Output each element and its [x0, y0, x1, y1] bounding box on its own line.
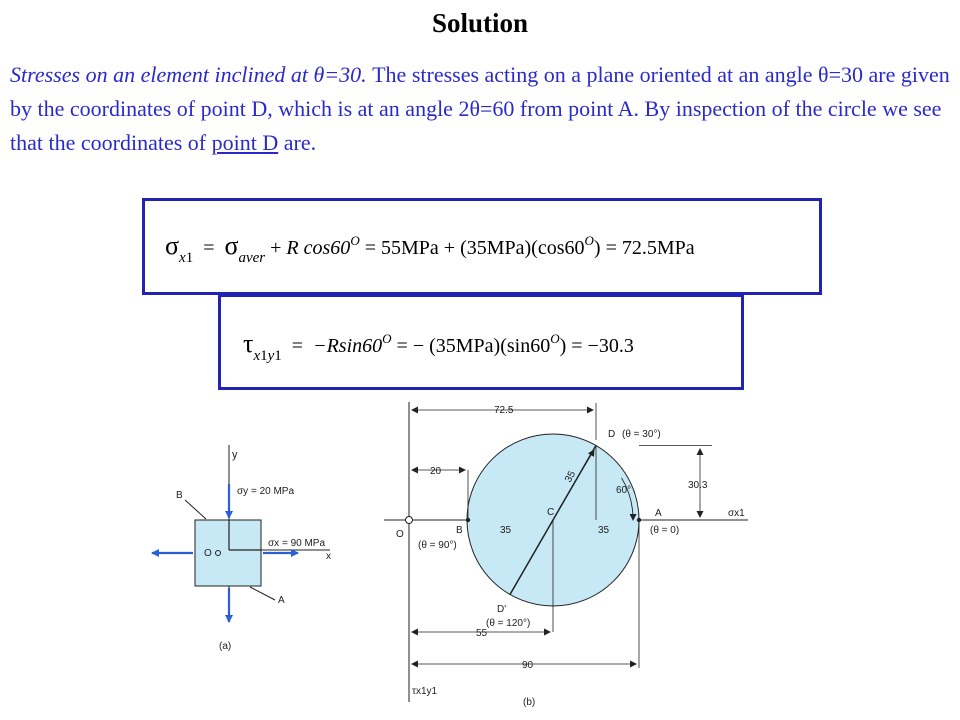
eq1-plus-2: +	[443, 237, 456, 259]
fig-a-label-x: x	[326, 551, 331, 562]
eq1-value-2-close: )	[593, 237, 601, 259]
eq1-equals-3: =	[605, 237, 617, 259]
label-30-3: 30.3	[688, 480, 708, 491]
fig-a-label-b: B	[176, 490, 183, 501]
eq2-result: −30.3	[587, 335, 634, 357]
eq2-lhs-subsub1: 1	[260, 348, 268, 364]
eq1-equals-2: =	[364, 237, 376, 259]
figure-a: y B σy = 20 MPa σx = 90 MPa O x A (a)	[151, 445, 331, 652]
eq1-term2: R cos60	[286, 237, 351, 259]
eq1-value-2: (35MPa)(cos60	[460, 237, 585, 259]
eq1-value-2-sup: O	[584, 233, 594, 248]
slide-title: Solution	[431, 8, 529, 38]
eq2-term-sup: O	[382, 331, 392, 346]
equation-box-sigma: σx1 = σaver + R cos60O = 55MPa + (35MPa)…	[142, 198, 822, 295]
eq1-term2-sup: O	[350, 233, 360, 248]
paragraph-tail: are.	[278, 130, 317, 155]
point-b-marker	[465, 517, 471, 523]
label-d: D	[608, 429, 615, 440]
label-a-theta: (θ = 0)	[650, 525, 679, 536]
eq2-equals-3: =	[571, 335, 583, 357]
eq1-lhs-sub: x	[179, 250, 186, 266]
eq2-term: −Rsin60	[313, 335, 383, 357]
equation-tau: τx1y1 = −Rsin60O = − (35MPa)(sin60O) = −…	[243, 329, 634, 365]
label-d-theta: (θ = 30°)	[622, 429, 661, 440]
eq2-lhs-sub1: x	[253, 348, 261, 364]
label-dprime-theta: (θ = 120°)	[486, 618, 530, 629]
label-55: 55	[476, 628, 488, 639]
label-35-left: 35	[500, 525, 512, 536]
label-35-right: 35	[598, 525, 610, 536]
label-20: 20	[430, 466, 442, 477]
label-90: 90	[522, 660, 534, 671]
eq1-result: 72.5MPa	[621, 237, 695, 259]
eq1-plus: +	[270, 237, 282, 259]
eq2-value-close: )	[559, 335, 567, 357]
eq2-lhs-sub2: y	[267, 348, 275, 364]
stress-element	[194, 519, 262, 587]
axis-sigma-label: σx1	[728, 508, 745, 519]
origin-marker	[405, 516, 413, 524]
label-dprime: D'	[497, 604, 506, 615]
figure-b: 72.5 20 30.3 D (θ = 30°) 35 60° O B (θ =…	[384, 402, 748, 708]
label-72-5: 72.5	[494, 405, 514, 416]
fig-a-caption: (a)	[219, 641, 231, 652]
fig-a-label-o: O	[204, 548, 212, 559]
eq1-lhs-subsub: 1	[185, 250, 194, 266]
fig-a-label-y: y	[232, 449, 238, 461]
eq2-lhs-subsub2: 1	[274, 348, 282, 364]
paragraph-body: The stresses acting on a plane oriented …	[10, 62, 950, 155]
eq2-equals: =	[291, 335, 304, 357]
label-radius-35: 35	[563, 469, 578, 485]
eq1-term1-sub: aver	[238, 250, 266, 266]
fig-a-sigma-y: σy = 20 MPa	[237, 486, 294, 497]
fig-b-caption: (b)	[523, 697, 535, 708]
axis-tau-label: τx1y1	[412, 686, 438, 697]
equation-box-tau: τx1y1 = −Rsin60O = − (35MPa)(sin60O) = −…	[218, 294, 744, 390]
label-c: C	[547, 507, 554, 518]
leader-a	[249, 586, 276, 601]
leader-b	[184, 499, 207, 520]
fig-a-origin-marker	[215, 550, 221, 556]
eq2-value-sup: O	[550, 331, 560, 346]
eq1-term1-symbol: σ	[224, 231, 239, 260]
paragraph-lead: Stresses on an element inclined at θ=30.	[10, 62, 367, 87]
label-b-theta: (θ = 90°)	[418, 540, 457, 551]
eq2-lhs-symbol: τ	[243, 329, 254, 358]
angle-arc-60	[621, 477, 637, 521]
label-60deg: 60°	[616, 485, 631, 496]
eq2-equals-2: =	[396, 335, 408, 357]
eq2-minus: −	[412, 335, 425, 357]
point-a-marker	[636, 517, 642, 523]
eq1-equals: =	[203, 237, 215, 259]
label-o: O	[396, 529, 404, 540]
eq2-value: (35MPa)(sin60	[429, 335, 551, 357]
eq1-value-1: 55MPa	[380, 237, 439, 259]
solution-paragraph: Stresses on an element inclined at θ=30.…	[10, 58, 950, 160]
fig-a-sigma-x: σx = 90 MPa	[268, 538, 325, 549]
paragraph-point-d: point D	[211, 130, 279, 155]
fig-a-label-a: A	[278, 595, 285, 606]
eq1-lhs-symbol: σ	[165, 231, 180, 260]
label-a: A	[655, 508, 662, 519]
equation-sigma: σx1 = σaver + R cos60O = 55MPa + (35MPa)…	[165, 231, 695, 267]
label-b: B	[456, 525, 463, 536]
